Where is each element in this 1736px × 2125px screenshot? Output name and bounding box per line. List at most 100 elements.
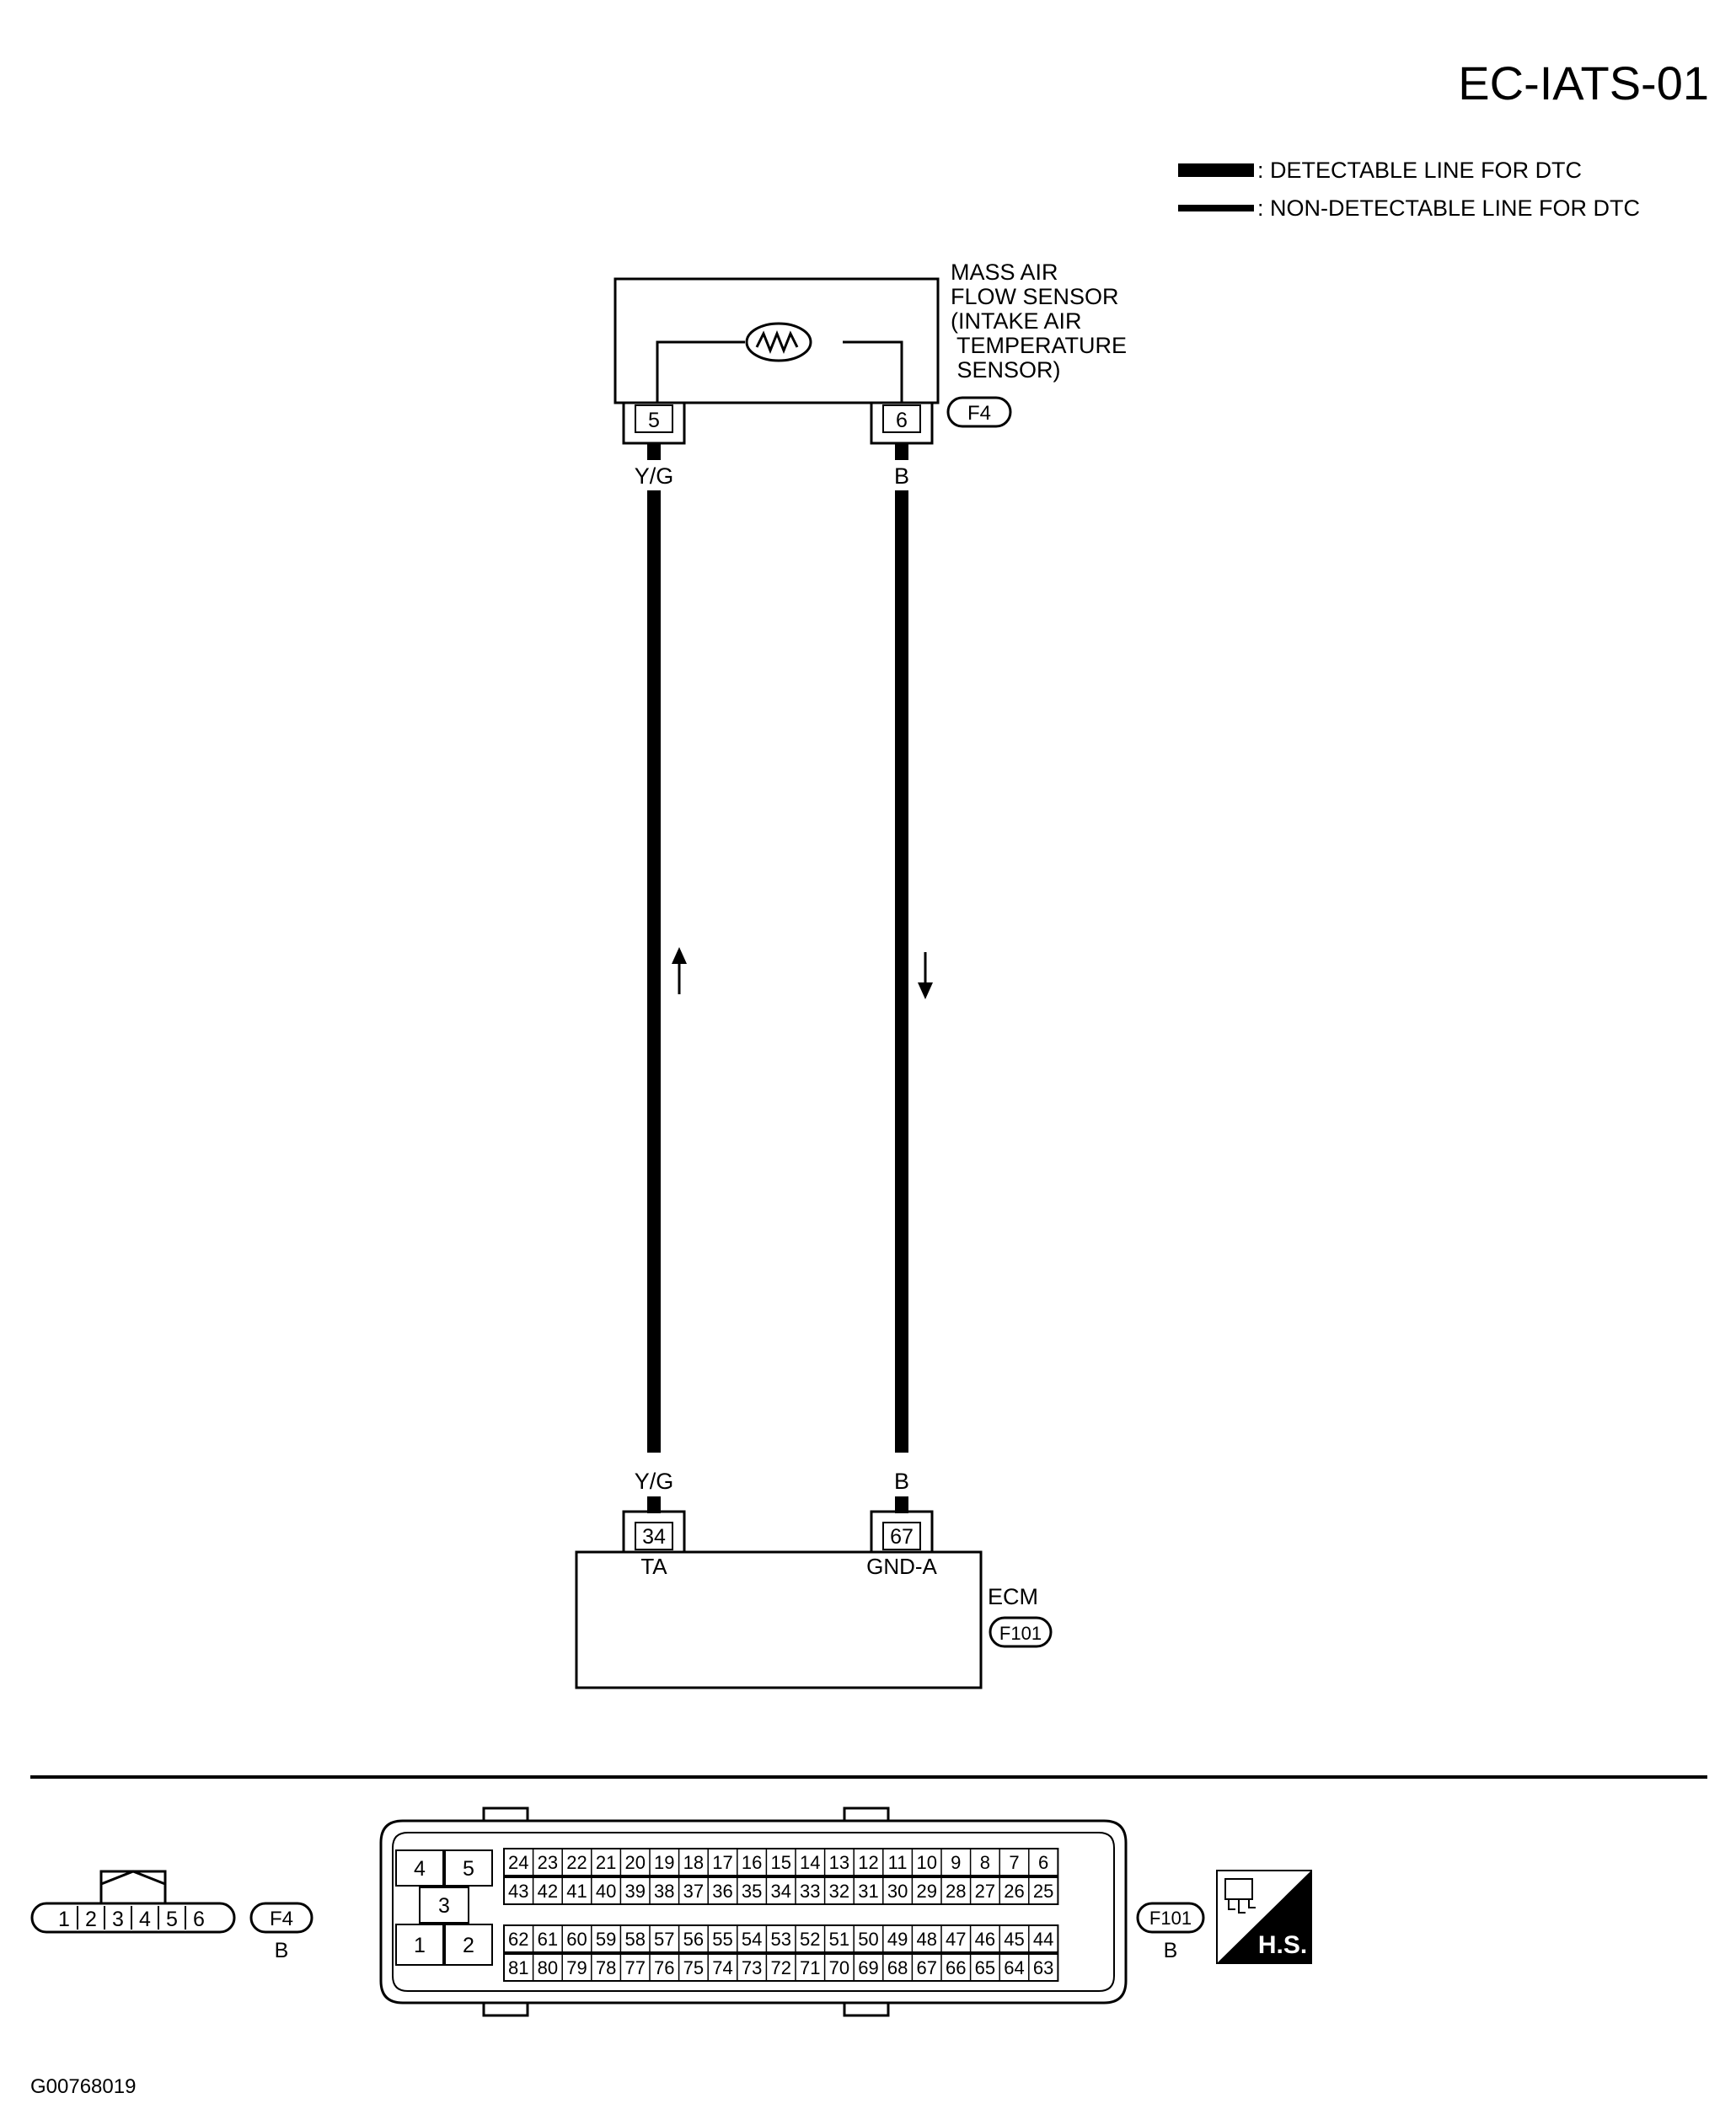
sensor-label-line: MASS AIR (951, 260, 1058, 285)
wire-b-stub-bottom (895, 1496, 908, 1513)
f101-pin-74: 74 (712, 1957, 732, 1978)
f101-pin-38: 38 (654, 1881, 674, 1902)
f101-pin-39: 39 (624, 1881, 645, 1902)
f101-pin-65: 65 (975, 1957, 995, 1978)
wire-yg-stub-bottom (647, 1496, 661, 1513)
f101-pin-81: 81 (508, 1957, 528, 1978)
f101-pin-22: 22 (566, 1852, 587, 1873)
f101-grid-row-frame (503, 1924, 1059, 1953)
f101-pin-69: 69 (858, 1957, 878, 1978)
ecm-pin-34-box (635, 1522, 673, 1550)
f101-pin-60: 60 (566, 1929, 587, 1950)
f101-pin-67: 67 (916, 1957, 936, 1978)
sensor-label-line: TEMPERATURE (951, 333, 1127, 358)
sensor-box (613, 277, 940, 404)
sensor-label-line: (INTAKE AIR (951, 308, 1082, 334)
f101-pin-7: 7 (1009, 1852, 1019, 1873)
f101-pin-2: 2 (463, 1934, 474, 1957)
hs-badge: H.S. (1216, 1870, 1312, 1964)
f101-pin-12: 12 (858, 1852, 878, 1873)
f101-pin-5-box (444, 1849, 493, 1887)
f101-pin-64: 64 (1004, 1957, 1024, 1978)
f101-pin-23: 23 (538, 1852, 558, 1873)
sensor-pin-5-box (635, 404, 673, 433)
legend-non-detectable-swatch (1178, 205, 1254, 211)
f101-pin-71: 71 (800, 1957, 820, 1978)
f101-pin-80: 80 (538, 1957, 558, 1978)
sensor-pin-6-label: 6 (896, 409, 908, 432)
f101-pin-70: 70 (829, 1957, 849, 1978)
f101-pin-11: 11 (888, 1852, 908, 1873)
f4-connector-latch (99, 1870, 167, 1903)
wire-b-line (895, 490, 908, 1453)
sensor-label-line: SENSOR) (951, 357, 1061, 383)
sensor-connector-id: F4 (967, 402, 991, 425)
f101-pin-4: 4 (414, 1857, 426, 1881)
legend-detectable-swatch (1178, 163, 1254, 177)
f101-pin-33: 33 (800, 1881, 820, 1902)
mass-air-flow-sensor: MASS AIR FLOW SENSOR (INTAKE AIR TEMPERA… (613, 260, 1127, 445)
wire-yg: Y/G Y/G (635, 443, 687, 1513)
f101-pin-28: 28 (946, 1881, 966, 1902)
f101-outer-shell (379, 1819, 1128, 2005)
ecm-pin-34-label: 34 (642, 1525, 666, 1549)
f101-pin-46: 46 (975, 1929, 995, 1950)
ecm-label: ECM (988, 1584, 1038, 1609)
wire-b-stub-top (895, 443, 908, 460)
f101-pin-4-box (395, 1849, 444, 1887)
sensor-internal-wiring (656, 340, 903, 403)
f101-pin-40: 40 (596, 1881, 616, 1902)
f101-pin-47: 47 (946, 1929, 966, 1950)
ecm-box (575, 1550, 983, 1689)
f101-pin-30: 30 (887, 1881, 908, 1902)
f101-pin-36: 36 (712, 1881, 732, 1902)
ecm-pin-67-label: 67 (890, 1525, 914, 1549)
wire-yg-line (647, 490, 661, 1453)
legend: : DETECTABLE LINE FOR DTC : NON-DETECTAB… (1178, 158, 1640, 221)
ecm-connector-id-oval (989, 1616, 1053, 1648)
f101-pin-6: 6 (1038, 1852, 1048, 1873)
f101-pin-72: 72 (770, 1957, 790, 1978)
f101-pin-1-box (395, 1924, 444, 1966)
f101-pin-19: 19 (654, 1852, 674, 1873)
f101-pin-51: 51 (829, 1929, 849, 1950)
f101-pin-73: 73 (742, 1957, 762, 1978)
f101-pin-2-box (444, 1924, 493, 1966)
f101-pin-15: 15 (770, 1852, 790, 1873)
f101-pin-77: 77 (624, 1957, 645, 1978)
ecm-terminal-ta: TA (640, 1554, 667, 1579)
wire-yg-top-color: Y/G (635, 463, 674, 489)
f101-pin-9: 9 (951, 1852, 961, 1873)
f101-pin-24: 24 (508, 1852, 528, 1873)
f101-pin-53: 53 (770, 1929, 790, 1950)
f101-pin-48: 48 (916, 1929, 936, 1950)
f101-pin-17: 17 (712, 1852, 732, 1873)
f4-id-oval (249, 1902, 313, 1934)
thermistor-zigzag (755, 329, 799, 355)
f101-pin-26: 26 (1004, 1881, 1024, 1902)
ecm-terminal-gnd-a: GND-A (866, 1554, 937, 1579)
f101-pin-68: 68 (887, 1957, 908, 1978)
f101-pin-75: 75 (683, 1957, 704, 1978)
f101-pin-61: 61 (538, 1929, 558, 1950)
f101-pin-3-box (419, 1887, 469, 1924)
f101-pin-27: 27 (975, 1881, 995, 1902)
f101-pin-78: 78 (596, 1957, 616, 1978)
harness-connector-icon (1224, 1878, 1256, 1914)
f4-pin-2: 2 (85, 1908, 97, 1931)
f101-pin-58: 58 (624, 1929, 645, 1950)
f101-pin-45: 45 (1004, 1929, 1024, 1950)
up-arrow-icon (672, 947, 687, 994)
f101-pin-59: 59 (596, 1929, 616, 1950)
ecm-pin-connector-bracket (870, 1510, 934, 1552)
f4-pin-6: 6 (193, 1908, 205, 1931)
f101-key-tab (482, 1807, 890, 2017)
hs-badge-fill (1217, 1871, 1311, 1963)
f101-pin-66: 66 (946, 1957, 966, 1978)
ecm-connector-id: F101 (999, 1623, 1042, 1644)
f101-pin-41: 41 (566, 1881, 587, 1902)
